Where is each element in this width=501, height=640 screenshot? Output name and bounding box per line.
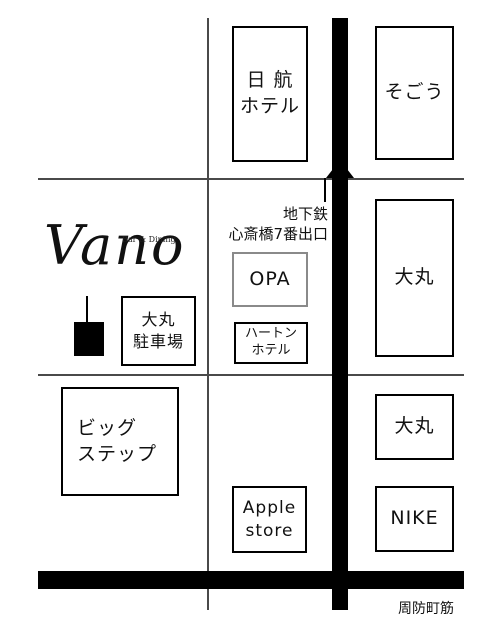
street-west bbox=[207, 18, 209, 610]
subway-exit-arrow-icon bbox=[326, 160, 354, 178]
suomachi-street bbox=[38, 571, 464, 589]
daimaru-parking-building: 大丸 駐車場 bbox=[121, 296, 196, 366]
daimaru-main-building: 大丸 bbox=[375, 199, 454, 357]
vano-tagline: Bar & Dining bbox=[122, 235, 176, 244]
vano-logo: Vano bbox=[44, 214, 186, 277]
big-step-building: ビッグ ステップ bbox=[61, 387, 179, 496]
street-middle bbox=[38, 374, 464, 376]
shop-marker-stem bbox=[86, 296, 88, 322]
nikko-hotel-building: 日 航 ホテル bbox=[232, 26, 308, 162]
apple-store-building: Apple store bbox=[232, 486, 307, 553]
street-upper bbox=[38, 178, 464, 180]
opa-building: OPA bbox=[232, 252, 308, 307]
hearton-hotel-building: ハートン ホテル bbox=[234, 322, 308, 364]
subway-exit-pointer bbox=[324, 178, 326, 202]
shop-marker-icon bbox=[74, 322, 104, 356]
subway-exit-label: 地下鉄 心斎橋7番出口 bbox=[228, 205, 328, 244]
nike-building: NIKE bbox=[375, 486, 454, 552]
daimaru-south-building: 大丸 bbox=[375, 394, 454, 460]
sogo-building: そごう bbox=[375, 26, 454, 160]
street-name-label: 周防町筋 bbox=[398, 601, 454, 617]
main-avenue bbox=[332, 18, 348, 610]
